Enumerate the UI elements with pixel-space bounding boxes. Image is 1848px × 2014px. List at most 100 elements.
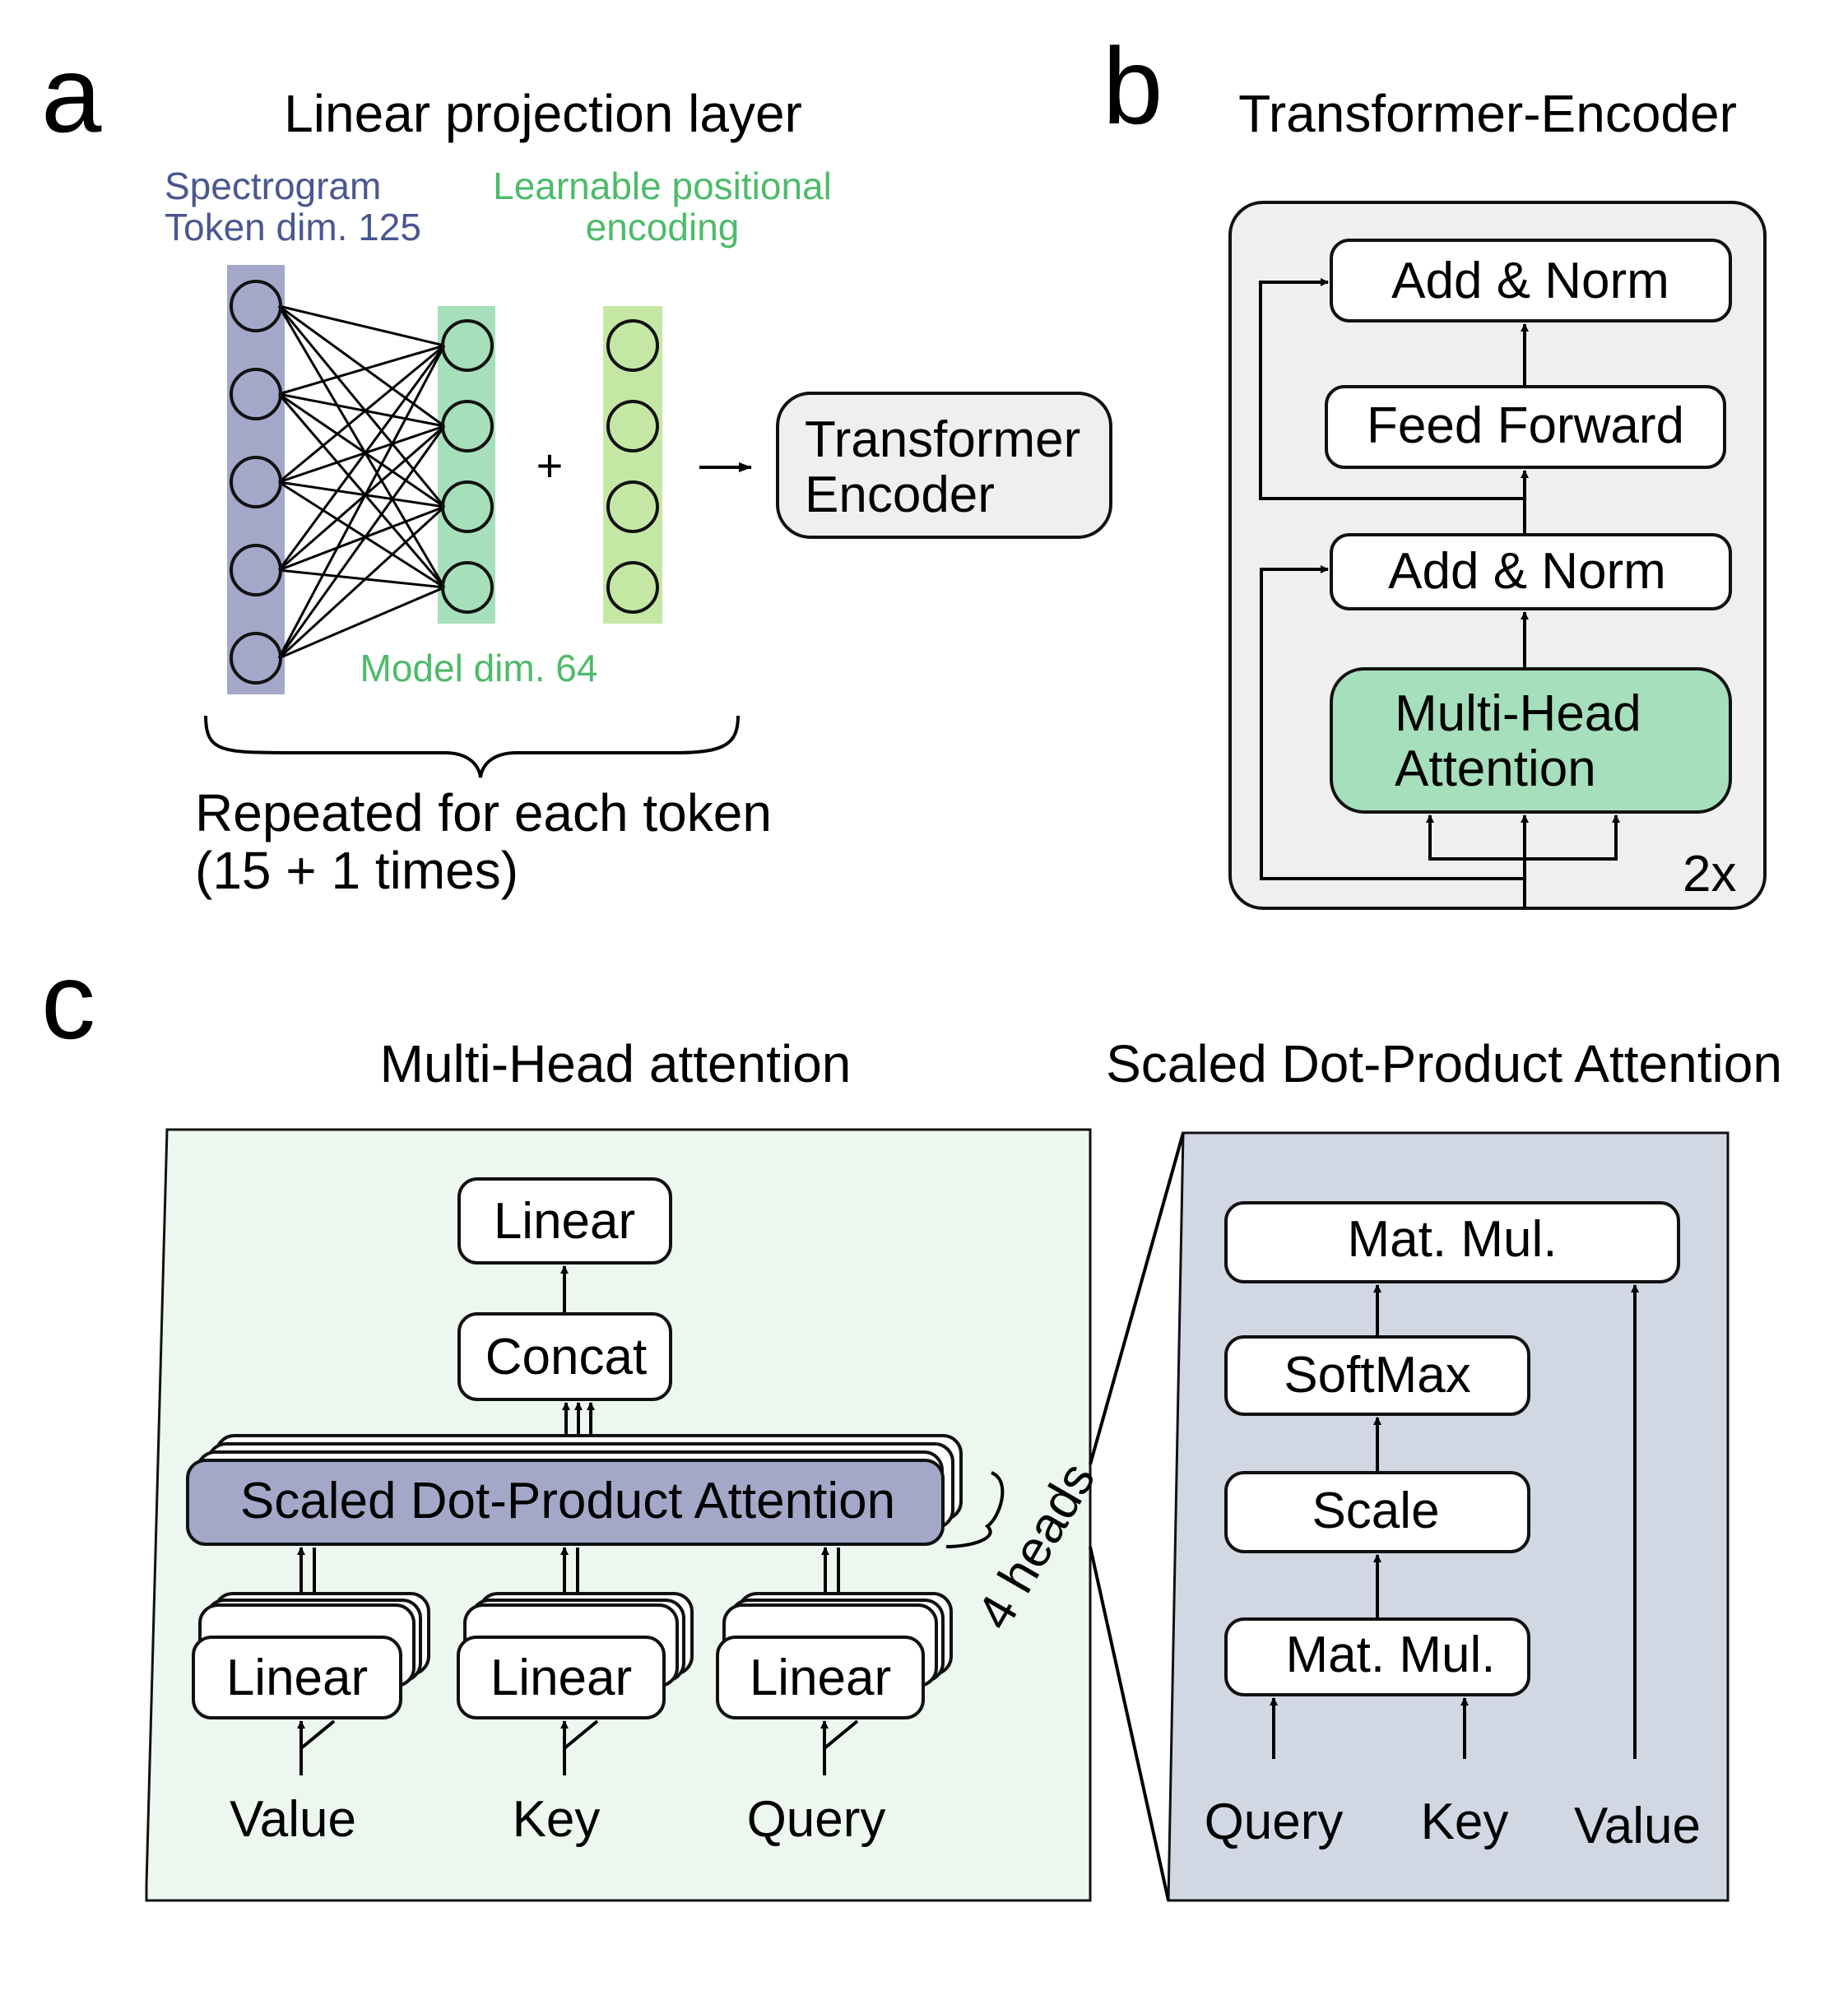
residual-top-arrow — [1259, 278, 1525, 500]
edge-3-0 — [277, 345, 446, 571]
panel-a-letter: a — [41, 34, 102, 155]
multi-head-attention-line1: Multi-Head — [1395, 685, 1641, 742]
value-input-branch — [299, 1719, 336, 1750]
panel-b-title: Transformer-Encoder — [1238, 84, 1737, 143]
model-node-3 — [441, 561, 494, 614]
key-linear-box — [457, 1636, 666, 1719]
positional-node-1 — [606, 400, 659, 452]
panel-b-letter: b — [1103, 26, 1163, 146]
edge-0-0 — [278, 304, 445, 347]
edge-2-1 — [278, 425, 445, 484]
edge-1-3 — [277, 393, 446, 588]
heads-brace — [945, 1471, 1005, 1548]
edge-4-2 — [277, 505, 446, 660]
scale-label: Scale — [1312, 1483, 1439, 1539]
repeat-2x-label: 2x — [1683, 846, 1736, 903]
zoom-line-top — [1089, 1132, 1185, 1465]
matmul-top-label: Mat. Mul. — [1348, 1211, 1558, 1268]
sdpa-head-box — [186, 1459, 945, 1546]
plus-sign: + — [536, 439, 564, 491]
positional-node-2 — [606, 480, 659, 533]
edge-2-2 — [278, 480, 445, 508]
matmul-top-box — [1224, 1201, 1680, 1283]
query-linear-label: Linear — [750, 1650, 891, 1706]
mha-linear-top-label: Linear — [494, 1193, 635, 1250]
edge-0-2 — [277, 305, 446, 508]
query-linear-box — [716, 1636, 925, 1719]
add-norm-bottom-label: Add & Norm — [1388, 543, 1666, 600]
edge-0-3 — [277, 305, 446, 588]
concat-box — [457, 1312, 672, 1401]
panel-a: a Linear projection layer Spectrogram To… — [41, 34, 1112, 900]
input-branch-left — [1426, 814, 1525, 861]
edge-4-0 — [277, 345, 446, 659]
repeat-count-label: (15 + 1 times) — [195, 841, 518, 900]
sdpa-input-value: Value — [1574, 1798, 1701, 1854]
edge-3-2 — [278, 505, 445, 572]
sdpa-input-query: Query — [1205, 1794, 1344, 1850]
mha-linear-top-box — [457, 1177, 672, 1265]
edge-0-1 — [278, 304, 445, 428]
token-dim-label: Token dim. 125 — [165, 206, 421, 248]
positional-node-3 — [606, 561, 659, 614]
spectrogram-column — [227, 265, 285, 694]
add-norm-bottom-box — [1330, 533, 1732, 610]
projection-edges — [277, 304, 446, 660]
positional-encoding-label: Learnable positional — [493, 165, 832, 207]
input-node-2 — [230, 456, 282, 508]
feed-forward-label: Feed Forward — [1367, 397, 1684, 454]
panel-a-title: Linear projection layer — [284, 84, 802, 143]
panel-c-letter: c — [41, 940, 95, 1061]
query-input-branch — [823, 1719, 859, 1750]
input-node-3 — [230, 544, 282, 596]
model-node-0 — [441, 319, 494, 372]
edge-3-3 — [278, 568, 445, 589]
input-branch-right — [1525, 814, 1620, 861]
edge-1-1 — [278, 392, 445, 428]
repeat-label: Repeated for each token — [195, 783, 772, 842]
projection-nodes — [230, 280, 659, 684]
edge-4-1 — [277, 425, 446, 659]
transformer-encoder-line1: Transformer — [805, 411, 1080, 468]
sdpa-head-label: Scaled Dot-Product Attention — [240, 1473, 895, 1529]
zoom-line-bottom — [1089, 1546, 1170, 1901]
value-input-label: Value — [230, 1791, 356, 1848]
value-linear-label: Linear — [226, 1650, 368, 1706]
multi-head-attention-line2: Attention — [1395, 740, 1596, 797]
sdpa-title: Scaled Dot-Product Attention — [1106, 1034, 1782, 1093]
edge-3-1 — [278, 425, 445, 572]
positional-encoding-label-2: encoding — [586, 206, 740, 248]
model-node-1 — [441, 400, 494, 452]
multi-head-attention-box — [1330, 667, 1732, 814]
transformer-encoder-box — [776, 392, 1112, 539]
key-input-label: Key — [513, 1791, 601, 1848]
input-node-4 — [230, 632, 282, 684]
add-norm-top-box — [1330, 239, 1732, 323]
spectrogram-label: Spectrogram — [165, 165, 381, 207]
sdpa-input-key: Key — [1421, 1794, 1509, 1850]
matmul-bottom-label: Mat. Mul. — [1286, 1627, 1496, 1683]
edge-1-2 — [278, 392, 445, 508]
edge-4-3 — [278, 586, 445, 660]
edge-1-0 — [278, 344, 445, 396]
key-linear-label: Linear — [490, 1650, 632, 1706]
value-linear-box — [192, 1636, 402, 1719]
transformer-encoder-line2: Encoder — [805, 466, 995, 523]
panel-b: b Transformer-Encoder Add & Norm Feed Fo… — [1103, 26, 1767, 910]
edge-2-3 — [278, 480, 445, 589]
input-node-0 — [230, 280, 282, 332]
softmax-label: SoftMax — [1284, 1347, 1470, 1404]
mha-title: Multi-Head attention — [380, 1034, 852, 1093]
input-node-1 — [230, 368, 282, 420]
key-input-branch — [563, 1719, 599, 1750]
panel-c: c Multi-Head attention Scaled Dot-Produc… — [41, 940, 1782, 1902]
repeat-brace — [204, 715, 740, 778]
edge-2-0 — [278, 344, 445, 484]
positional-node-0 — [606, 319, 659, 372]
query-input-label: Query — [747, 1791, 886, 1848]
add-norm-top-label: Add & Norm — [1391, 253, 1669, 309]
concat-label: Concat — [485, 1329, 647, 1385]
